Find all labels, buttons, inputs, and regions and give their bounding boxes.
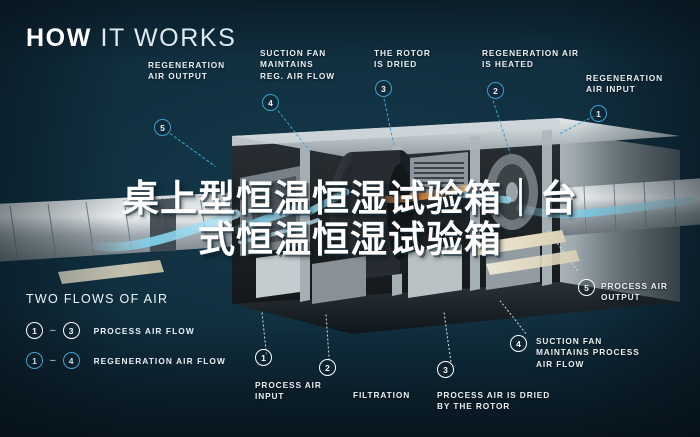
legend-marker-to: 3	[62, 322, 80, 339]
legend-row-regeneration-air-flow: 1 – 4 REGENERATION AIR FLOW	[26, 352, 226, 369]
callout-regeneration-air-is-heated: REGENERATION AIR IS HEATED	[482, 48, 579, 70]
callout-the-rotor-is-dried: THE ROTOR IS DRIED	[374, 48, 431, 70]
marker-1-process-input[interactable]: 1	[255, 349, 272, 366]
marker-5-regeneration-output[interactable]: 5	[154, 119, 171, 136]
legend-marker-to: 4	[62, 352, 80, 369]
desiccant-dehumidifier-illustration	[0, 118, 700, 334]
page-title: HOW IT WORKS	[26, 24, 236, 53]
title-light: IT WORKS	[100, 24, 237, 52]
title-strong: HOW	[26, 24, 92, 52]
callout-regeneration-air-output: REGENERATION AIR OUTPUT	[148, 60, 226, 82]
marker-2-regen-heated[interactable]: 2	[487, 82, 504, 99]
legend-row-process-air-flow: 1 – 3 PROCESS AIR FLOW	[26, 322, 195, 339]
callout-process-air-input: PROCESS AIR INPUT	[255, 380, 322, 402]
fan-housing	[486, 154, 538, 230]
callout-regeneration-air-input: REGENERATION AIR INPUT	[586, 73, 664, 95]
marker-2-filtration[interactable]: 2	[319, 359, 336, 376]
callout-process-air-is-dried: PROCESS AIR IS DRIED BY THE ROTOR	[437, 390, 551, 412]
callout-process-air-output: PROCESS AIR OUTPUT	[601, 281, 668, 303]
marker-3-rotor-dried[interactable]: 3	[375, 80, 392, 97]
legend-label-process-air-flow: PROCESS AIR FLOW	[93, 325, 195, 336]
legend-marker-from: 1	[26, 322, 43, 339]
marker-1-regen-input[interactable]: 1	[590, 105, 607, 122]
marker-4-suction-fan-reg[interactable]: 4	[262, 94, 279, 111]
legend-label-regeneration-air-flow: REGENERATION AIR FLOW	[93, 355, 226, 366]
marker-5-process-output[interactable]: 5	[578, 279, 595, 296]
marker-4-suction-fan-process[interactable]: 4	[510, 335, 527, 352]
callout-filtration: FILTRATION	[353, 390, 411, 400]
legend-title: TWO FLOWS OF AIR	[26, 292, 169, 306]
legend-dash: –	[50, 355, 56, 366]
legend-marker-from: 1	[26, 352, 43, 369]
callout-suction-fan-reg: SUCTION FAN MAINTAINS REG. AIR FLOW	[260, 48, 335, 81]
marker-3-process-dried[interactable]: 3	[437, 361, 454, 378]
callout-suction-fan-process: SUCTION FAN MAINTAINS PROCESS AIR FLOW	[536, 336, 640, 369]
legend-dash: –	[50, 325, 56, 336]
